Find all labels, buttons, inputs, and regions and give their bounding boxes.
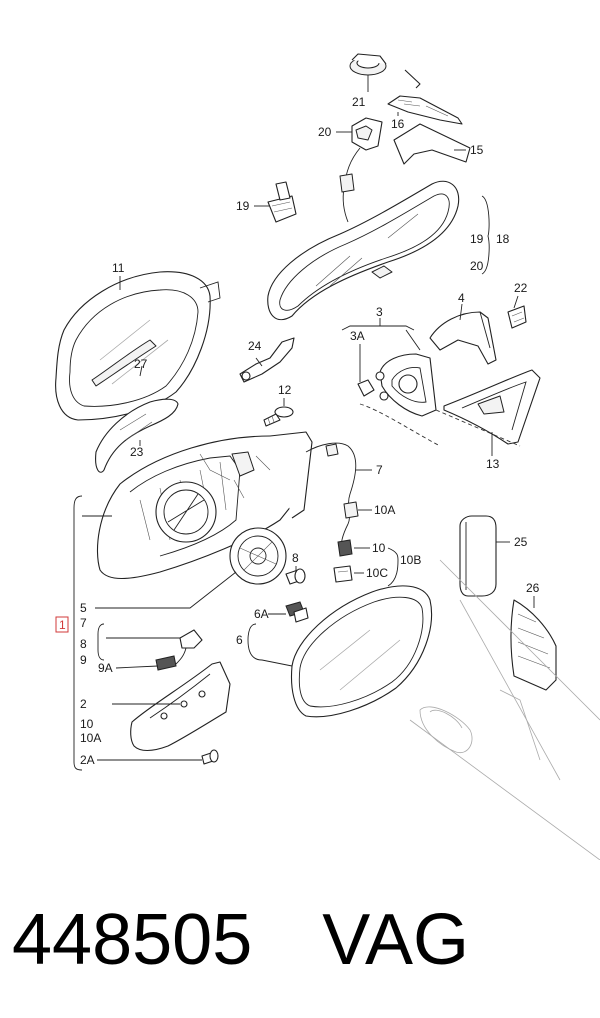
callout-9: 9 (80, 653, 87, 667)
callout-20-connector: 20 (318, 125, 332, 139)
callout-20-group: 20 (470, 259, 484, 273)
screw-part-12 (263, 406, 294, 427)
part-caption: 448505 VAG (12, 890, 592, 1000)
callout-8-screw: 8 (292, 551, 299, 565)
mirror-cover-part-15 (393, 123, 471, 165)
callout-24: 24 (248, 339, 262, 353)
bracket-part-24 (239, 337, 295, 383)
callout-19-clip: 19 (236, 199, 250, 213)
callout-2: 2 (80, 697, 87, 711)
leader-lines (73, 75, 535, 771)
callout-10-group: 10 (80, 717, 94, 731)
adjustment-motor-part-5 (229, 527, 287, 585)
callout-15: 15 (470, 143, 484, 157)
mirror-cap-part-11 (55, 271, 221, 421)
vehicle-outline (409, 559, 600, 860)
rain-sensor-part-21 (349, 53, 387, 76)
callout-12: 12 (278, 383, 292, 397)
mirror-glass-part-6 (290, 585, 433, 718)
harness-part-9 (155, 629, 203, 671)
callout-18: 18 (496, 232, 510, 246)
lower-cover-part-2 (130, 661, 231, 752)
triangle-trim-part-13 (443, 369, 541, 445)
mirror-base-part-4 (429, 311, 497, 365)
connector-part-6A (285, 601, 309, 623)
callout-1-box (55, 616, 69, 633)
callout-9A: 9A (98, 661, 113, 675)
screw-part-2A (201, 749, 219, 765)
callout-5: 5 (80, 601, 87, 615)
callout-10A-cable: 10A (374, 503, 395, 517)
clip-part-22 (507, 305, 527, 329)
callout-23: 23 (130, 445, 144, 459)
exploded-parts-diagram: 21 16 15 20 19 19 18 20 11 22 4 3 3A 24 … (55, 53, 600, 860)
callout-21: 21 (352, 95, 366, 109)
callout-4: 4 (458, 291, 465, 305)
bracket-18 (481, 195, 490, 275)
wiring-part-7 (305, 442, 359, 551)
interior-mirror-part-18 (267, 180, 460, 321)
callout-10B: 10B (400, 553, 421, 567)
mirror-housing-part-1 (96, 431, 313, 579)
callout-10A-group: 10A (80, 731, 101, 745)
callout-10-connector: 10 (372, 541, 386, 555)
callout-6: 6 (236, 633, 243, 647)
callout-7-group: 7 (80, 616, 87, 630)
part-number: 448505 (12, 900, 253, 980)
cover-part-25 (459, 515, 497, 597)
callout-1: 1 (59, 618, 66, 632)
callout-8-group: 8 (80, 637, 87, 651)
turn-signal-part-23 (95, 398, 179, 473)
callout-13: 13 (486, 457, 500, 471)
mounting-bracket-part-3 (357, 353, 437, 417)
callout-3A: 3A (350, 329, 365, 343)
callout-26: 26 (526, 581, 540, 595)
callout-2A: 2A (80, 753, 95, 767)
callout-27: 27 (134, 357, 148, 371)
brand-name: VAG (322, 900, 469, 980)
screw-part-8 (285, 568, 306, 585)
connector-part-10C (333, 565, 353, 583)
callout-19-group: 19 (470, 232, 484, 246)
callout-6A: 6A (254, 607, 269, 621)
callout-25: 25 (514, 535, 528, 549)
mirror-mount-part-16 (387, 69, 463, 125)
callout-7-wiring: 7 (376, 463, 383, 477)
connector-part-10 (337, 539, 353, 557)
clip-part-19 (267, 181, 297, 223)
callout-16: 16 (391, 117, 405, 131)
connector-part-20 (339, 117, 383, 223)
trim-part-26 (510, 599, 557, 691)
callout-10C: 10C (366, 566, 388, 580)
callout-22: 22 (514, 281, 528, 295)
callout-11: 11 (112, 261, 125, 275)
callout-3: 3 (376, 305, 383, 319)
callout-labels: 21 16 15 20 19 19 18 20 11 22 4 3 3A 24 … (55, 95, 540, 767)
